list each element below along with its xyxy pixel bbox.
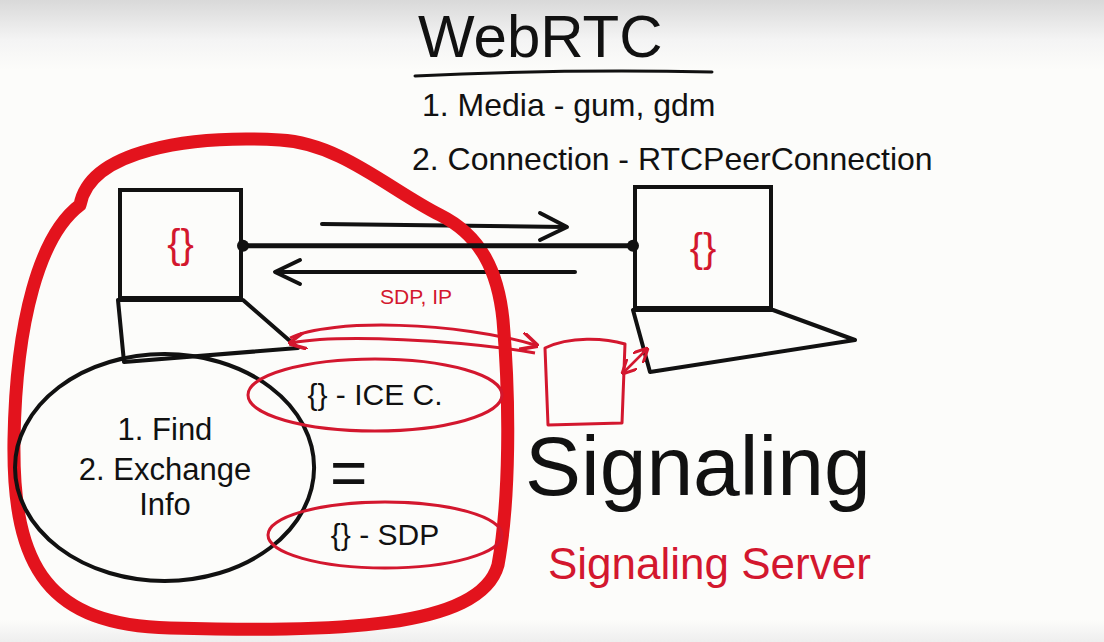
concept-word: Signaling: [525, 420, 871, 512]
laptop-base: [633, 310, 855, 372]
ice-ellipse: {} - ICE C.: [245, 356, 505, 434]
diagram-title: WebRTC: [418, 4, 663, 70]
send-arrow: [322, 224, 565, 227]
node-text: {}: [690, 225, 717, 271]
sdp-ellipse: {} - SDP: [265, 499, 505, 571]
receive-arrow: [278, 270, 575, 274]
laptop-screen: {}: [118, 188, 243, 300]
feature-item: 1. Media - gum, gdm: [422, 88, 715, 123]
arrow-head: [275, 260, 300, 284]
title-underline: [415, 71, 712, 76]
node-text: {}: [167, 221, 194, 267]
connection-group: [237, 240, 639, 252]
server-link-arrow: [624, 350, 646, 372]
laptop-base: [118, 300, 298, 362]
server-symbol: [545, 339, 625, 425]
equals-sign: =: [330, 438, 367, 508]
peer-connection-line: [243, 243, 633, 248]
ellipse-shape: [248, 359, 502, 431]
ellipse-shape: [15, 354, 314, 581]
laptop-screen: {}: [633, 185, 773, 310]
server-label: Signaling Server: [548, 540, 871, 588]
steps-circle: 1. Find 2. Exchange Info: [11, 350, 318, 585]
arrow-head: [540, 213, 567, 240]
message-label: SDP, IP: [380, 285, 452, 308]
ellipse-shape: [268, 502, 502, 568]
connector-dot: [237, 240, 249, 252]
node-text: 2. Exchange Info: [62, 452, 267, 523]
node-text: 1. Find: [118, 412, 213, 448]
node-text: {} - SDP: [331, 518, 439, 553]
feature-item: 2. Connection - RTCPeerConnection: [412, 142, 933, 177]
highlight-loop: [14, 139, 508, 629]
node-text: {} - ICE C.: [307, 378, 442, 413]
